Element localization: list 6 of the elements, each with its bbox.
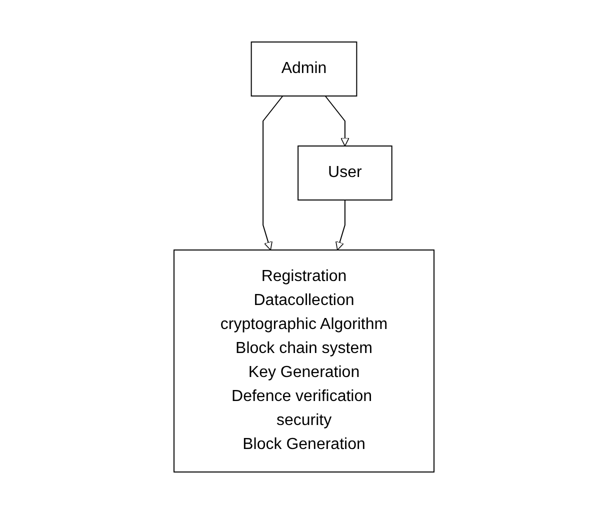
node-box: User [297,145,392,200]
node-box: Admin [250,41,357,96]
arrow [262,95,283,250]
arrow [324,95,349,146]
arrow [335,199,345,250]
node-box: Registration Datacollection cryptographic Algorithm Block chain system Key Generation Defence verification security Block Generation [173,249,434,472]
